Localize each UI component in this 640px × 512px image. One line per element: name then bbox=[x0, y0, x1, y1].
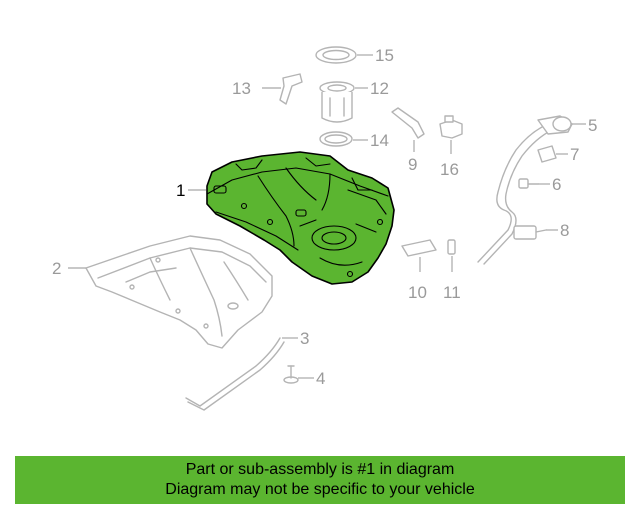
part-15-seal-ring[interactable] bbox=[315, 46, 357, 64]
part-1-fuel-tank[interactable] bbox=[206, 151, 395, 285]
banner-line-1: Part or sub-assembly is #1 in diagram bbox=[185, 461, 455, 478]
part-3-fuel-line[interactable] bbox=[185, 337, 285, 411]
part-8-connector[interactable] bbox=[513, 225, 547, 240]
callout-5: 5 bbox=[588, 116, 597, 135]
callout-14: 14 bbox=[370, 131, 389, 150]
callout-10: 10 bbox=[408, 283, 427, 302]
part-14-gasket[interactable] bbox=[319, 131, 353, 147]
part-4-stud[interactable] bbox=[283, 365, 299, 384]
info-banner: Part or sub-assembly is #1 in diagram Di… bbox=[15, 456, 625, 504]
part-2-heat-shield[interactable] bbox=[85, 235, 273, 349]
part-9-bracket[interactable] bbox=[391, 107, 425, 139]
part-12-fuel-pump[interactable] bbox=[319, 81, 355, 123]
callout-15: 15 bbox=[375, 46, 394, 65]
callout-16: 16 bbox=[440, 160, 459, 179]
callout-13: 13 bbox=[232, 79, 251, 98]
part-6-bolt[interactable] bbox=[518, 178, 539, 189]
callout-6: 6 bbox=[552, 175, 561, 194]
callout-4: 4 bbox=[316, 369, 325, 388]
callout-1: 1 bbox=[176, 181, 185, 200]
callout-12: 12 bbox=[370, 79, 389, 98]
part-13-clip[interactable] bbox=[279, 73, 303, 105]
part-5-filler-pipe[interactable] bbox=[477, 115, 573, 265]
callout-3: 3 bbox=[300, 329, 309, 348]
callout-7: 7 bbox=[570, 145, 579, 164]
part-10-hose[interactable] bbox=[401, 239, 437, 257]
part-7-grommet[interactable] bbox=[537, 145, 557, 163]
part-11-clamp[interactable] bbox=[447, 239, 456, 255]
callout-2: 2 bbox=[52, 259, 61, 278]
callout-11: 11 bbox=[443, 283, 461, 302]
part-16-valve[interactable] bbox=[439, 115, 463, 139]
callout-8: 8 bbox=[560, 221, 569, 240]
banner-line-2: Diagram may not be specific to your vehi… bbox=[165, 481, 475, 498]
callout-9: 9 bbox=[408, 155, 417, 174]
